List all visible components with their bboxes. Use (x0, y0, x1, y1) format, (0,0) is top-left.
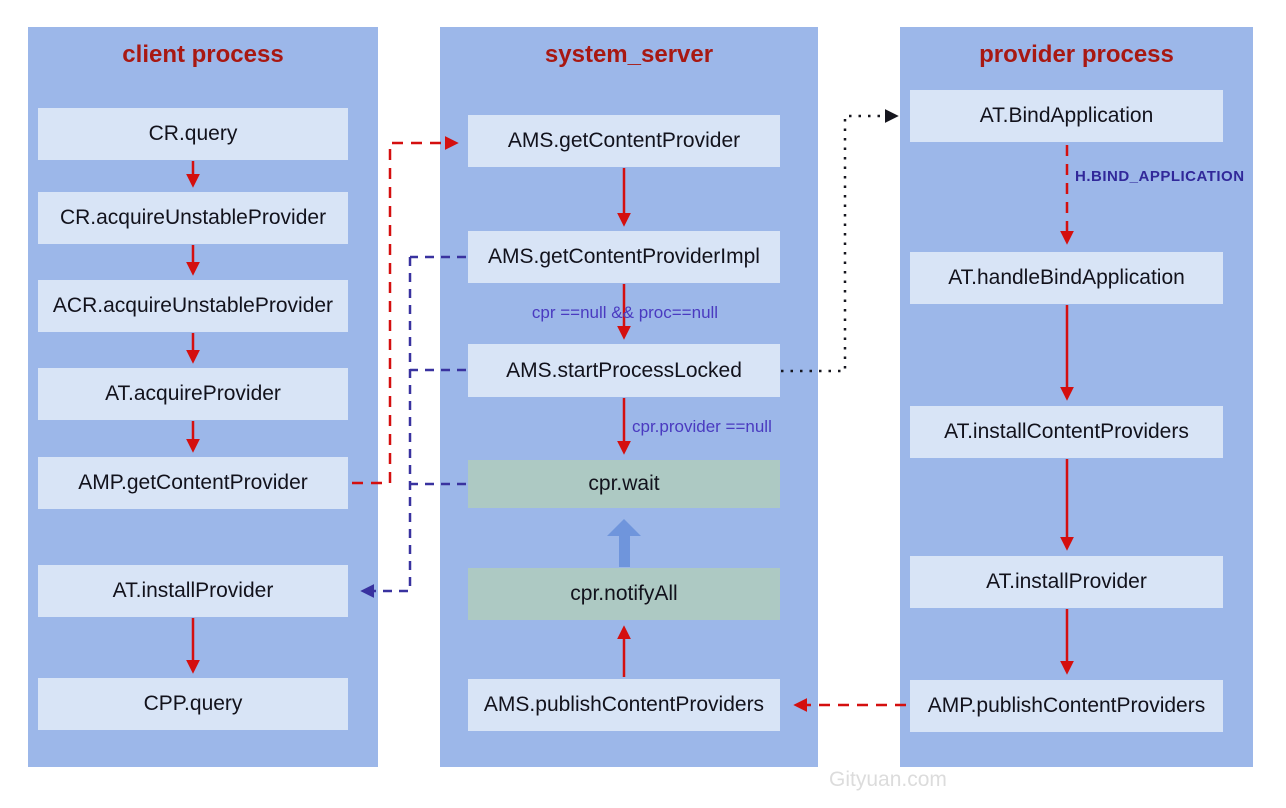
node-at-acquireprovider: AT.acquireProvider (38, 368, 348, 420)
node-cpr-wait: cpr.wait (468, 460, 780, 508)
node-amp-publishcontentproviders: AMP.publishContentProviders (910, 680, 1223, 732)
node-cpp-query: CPP.query (38, 678, 348, 730)
node-ams-getcontentproviderimpl: AMS.getContentProviderImpl (468, 231, 780, 283)
watermark: Gityuan.com (829, 768, 947, 791)
panel-title-provider: provider process (979, 41, 1174, 68)
panel-provider-process: provider process AT.BindApplication AT.h… (900, 27, 1253, 767)
node-ams-getcontentprovider: AMS.getContentProvider (468, 115, 780, 167)
node-ams-startprocesslocked: AMS.startProcessLocked (468, 344, 780, 397)
node-at-installprovider-client: AT.installProvider (38, 565, 348, 617)
condition-label-cpr-proc-null: cpr ==null && proc==null (531, 303, 719, 322)
panel-client-process: client process CR.query CR.acquireUnstab… (28, 27, 378, 767)
node-at-bindapplication: AT.BindApplication (910, 90, 1223, 142)
panel-title-system-server: system_server (544, 41, 714, 68)
node-cr-query: CR.query (38, 108, 348, 160)
node-cpr-notifyall: cpr.notifyAll (468, 568, 780, 620)
node-cr-acquireunstableprovider: CR.acquireUnstableProvider (38, 192, 348, 244)
message-label-h-bind-application: H.BIND_APPLICATION (1075, 168, 1245, 185)
node-amp-getcontentprovider: AMP.getContentProvider (38, 457, 348, 509)
node-acr-acquireunstableprovider: ACR.acquireUnstableProvider (38, 280, 348, 332)
node-at-installcontentproviders: AT.installContentProviders (910, 406, 1223, 458)
panel-title-client: client process (122, 41, 284, 68)
node-at-installprovider-provider: AT.installProvider (910, 556, 1223, 608)
node-ams-publishcontentproviders: AMS.publishContentProviders (468, 679, 780, 731)
condition-label-cpr-provider-null: cpr.provider ==null (632, 417, 772, 436)
panel-system-server: system_server AMS.getContentProvider AMS… (440, 27, 818, 767)
node-at-handlebindapplication: AT.handleBindApplication (910, 252, 1223, 304)
